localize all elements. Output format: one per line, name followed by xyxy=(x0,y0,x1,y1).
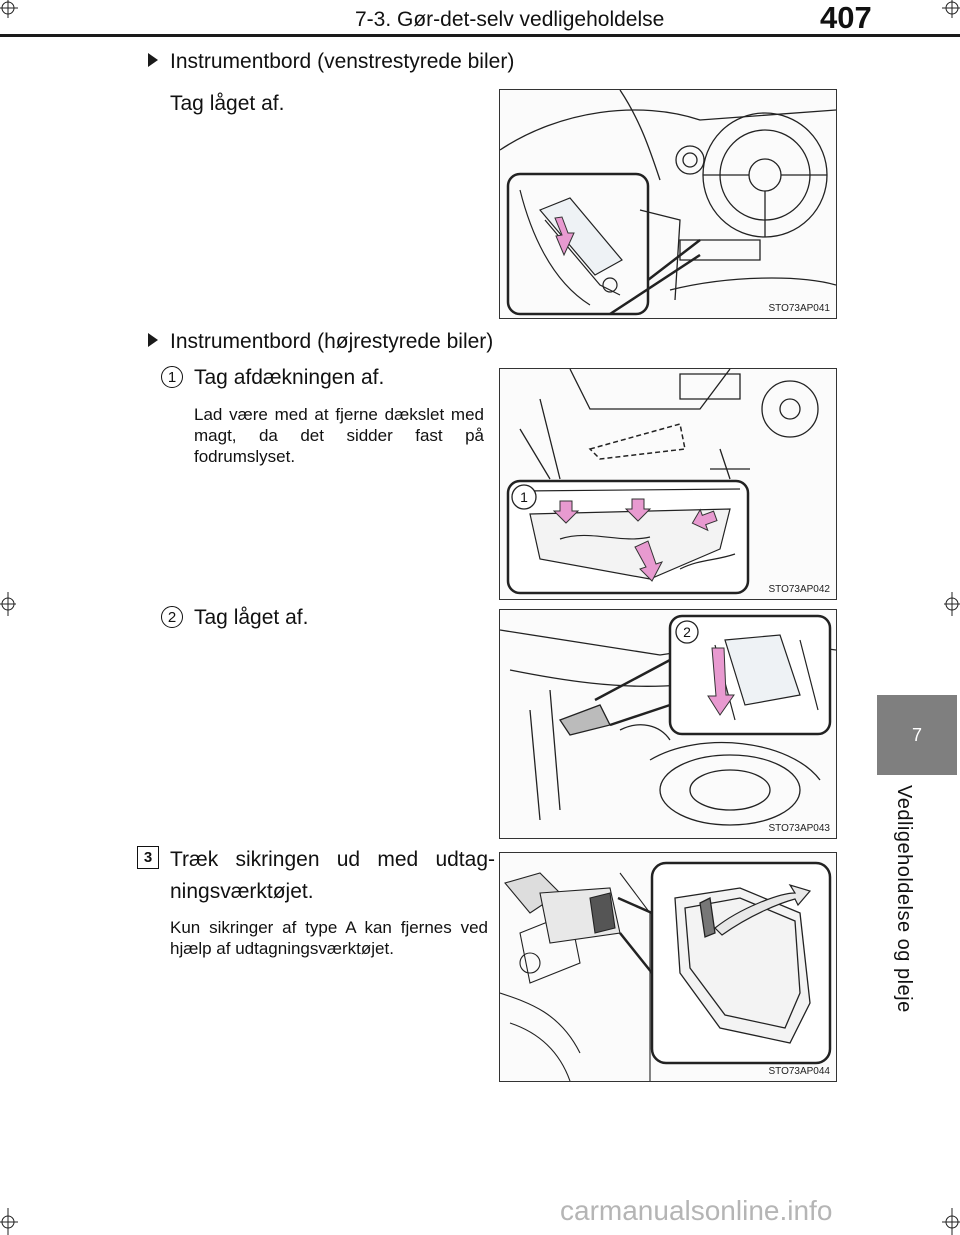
triangle-bullet-icon xyxy=(148,333,158,348)
step-1-note: Lad være med at fjerne dækslet med magt,… xyxy=(194,405,484,466)
step-number-3: 3 xyxy=(137,846,159,869)
figure-code: STO73AP041 xyxy=(768,303,830,314)
step-number-1: 1 xyxy=(161,366,183,388)
figure-fuse-tool: STO73AP044 xyxy=(499,852,837,1082)
chapter-tab: 7 xyxy=(877,695,957,775)
figure-code: STO73AP043 xyxy=(768,823,830,834)
chapter-number: 7 xyxy=(911,724,922,745)
section-heading-lhd: Instrumentbord (venstrestyrede biler) xyxy=(148,50,514,74)
figure-callout: 1 xyxy=(520,489,528,505)
figure-code: STO73AP044 xyxy=(768,1066,830,1077)
chapter-label: Vedligeholdelse og pleje xyxy=(893,785,915,1013)
figure-callout: 2 xyxy=(683,624,691,640)
section-title: 7-3. Gør-det-selv vedligeholdelse xyxy=(355,8,665,31)
figure-lhd-dashboard: STO73AP041 xyxy=(499,89,837,319)
step-3-note: Kun sikringer af type A kan fjernes ved … xyxy=(170,918,488,958)
fuse-box-illustration-icon xyxy=(500,861,832,1081)
step-3-text-line2: ningsværktøjet. xyxy=(170,880,314,903)
watermark: carmanualsonline.info xyxy=(560,1195,833,1226)
triangle-bullet-icon xyxy=(148,53,158,68)
step-3-text-line1: Træk sikringen ud med udtag- xyxy=(170,848,495,871)
dashboard-illustration-icon xyxy=(500,90,836,316)
cover-removal-illustration-icon: 1 xyxy=(506,369,819,595)
figure-code: STO73AP042 xyxy=(768,584,830,595)
header-rule xyxy=(0,34,960,37)
section-lhd-text: Tag låget af. xyxy=(170,92,285,115)
step-2-text: Tag låget af. xyxy=(194,606,309,629)
figure-rhd-lid: 2 STO73AP043 xyxy=(499,609,837,839)
page-number: 407 xyxy=(820,0,872,35)
step-1-text: Tag afdækningen af. xyxy=(194,366,385,389)
figure-rhd-cover: 1 STO73AP042 xyxy=(499,368,837,600)
section-heading-rhd: Instrumentbord (højrestyrede biler) xyxy=(148,330,493,354)
step-number-2: 2 xyxy=(161,606,183,628)
lid-removal-illustration-icon: 2 xyxy=(500,614,836,826)
